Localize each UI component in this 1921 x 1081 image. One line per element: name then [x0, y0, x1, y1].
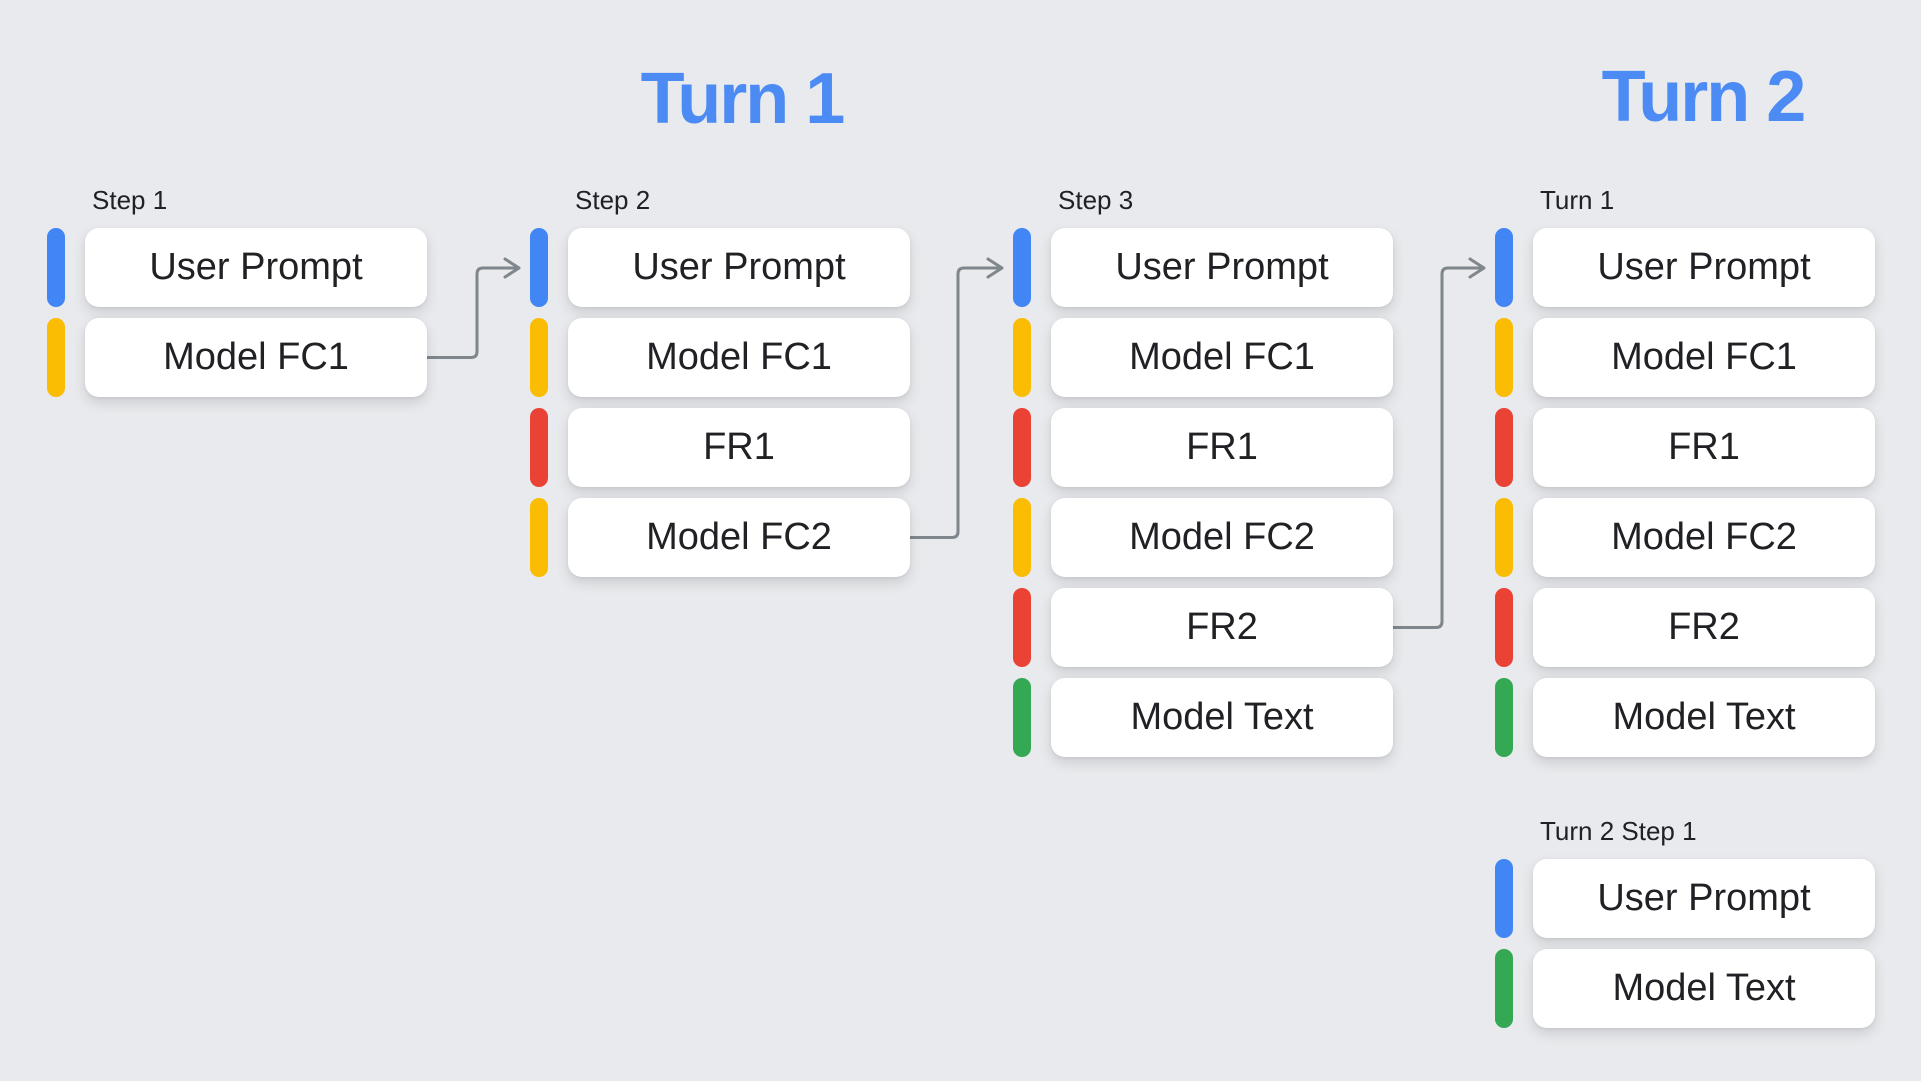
card-model-fc2: Model FC2	[1533, 498, 1875, 577]
card-model-fc1: Model FC1	[1533, 318, 1875, 397]
column-step-2: Step 2 User Prompt Model FC1 FR1 Model F…	[530, 186, 910, 577]
model-fc-accent-bar	[1013, 498, 1031, 577]
card-model-fc1: Model FC1	[85, 318, 427, 397]
user-prompt-accent-bar	[1013, 228, 1031, 307]
card-model-text: Model Text	[1051, 678, 1393, 757]
model-fc-accent-bar	[1495, 498, 1513, 577]
model-fc-accent-bar	[1013, 318, 1031, 397]
card-model-fc2: Model FC2	[568, 498, 910, 577]
card-row: FR1	[1495, 408, 1875, 487]
card-row: FR2	[1013, 588, 1393, 667]
card-model-text: Model Text	[1533, 678, 1875, 757]
fr-accent-bar	[1495, 588, 1513, 667]
column-step-3: Step 3 User Prompt Model FC1 FR1 Model F…	[1013, 186, 1393, 757]
model-text-accent-bar	[1495, 678, 1513, 757]
model-fc-accent-bar	[1495, 318, 1513, 397]
fr-accent-bar	[1013, 588, 1031, 667]
model-text-accent-bar	[1013, 678, 1031, 757]
card-model-fc1: Model FC1	[1051, 318, 1393, 397]
card-row: Model FC1	[1495, 318, 1875, 397]
card-user-prompt: User Prompt	[1533, 228, 1875, 307]
card-row: FR1	[530, 408, 910, 487]
user-prompt-accent-bar	[1495, 859, 1513, 938]
card-row: FR2	[1495, 588, 1875, 667]
arrow-step3-to-turn2	[1391, 257, 1486, 629]
card-fr1: FR1	[1051, 408, 1393, 487]
card-user-prompt: User Prompt	[85, 228, 427, 307]
user-prompt-accent-bar	[47, 228, 65, 307]
card-row: User Prompt	[1013, 228, 1393, 307]
card-row: User Prompt	[530, 228, 910, 307]
column-step-1: Step 1 User Prompt Model FC1	[47, 186, 427, 397]
card-row: Model FC1	[530, 318, 910, 397]
card-row: Model FC2	[530, 498, 910, 577]
card-row: User Prompt	[47, 228, 427, 307]
card-row: Model Text	[1495, 678, 1875, 757]
card-fr2: FR2	[1533, 588, 1875, 667]
column-label-turn-1: Turn 1	[1540, 185, 1615, 215]
column-turn-1-history: Turn 1 User Prompt Model FC1 FR1 Model F…	[1495, 186, 1875, 757]
card-fr2: FR2	[1051, 588, 1393, 667]
column-label-step-2: Step 2	[575, 185, 651, 215]
card-user-prompt: User Prompt	[1533, 859, 1875, 938]
card-row: Model Text	[1013, 678, 1393, 757]
column-turn-2-step-1: Turn 2 Step 1 User Prompt Model Text	[1495, 817, 1875, 1028]
card-model-fc2: Model FC2	[1051, 498, 1393, 577]
card-row: Model FC2	[1495, 498, 1875, 577]
turn-2-heading: Turn 2	[1601, 57, 1807, 137]
arrow-step1-to-step2	[425, 257, 521, 359]
card-fr1: FR1	[568, 408, 910, 487]
card-row: User Prompt	[1495, 228, 1875, 307]
card-user-prompt: User Prompt	[568, 228, 910, 307]
arrow-step2-to-step3	[908, 257, 1004, 539]
column-label-step-1: Step 1	[92, 185, 168, 215]
card-fr1: FR1	[1533, 408, 1875, 487]
card-row: FR1	[1013, 408, 1393, 487]
user-prompt-accent-bar	[530, 228, 548, 307]
column-label-step-3: Step 3	[1058, 185, 1134, 215]
card-row: Model FC2	[1013, 498, 1393, 577]
card-row: Model FC1	[1013, 318, 1393, 397]
card-row: Model FC1	[47, 318, 427, 397]
card-row: Model Text	[1495, 949, 1875, 1028]
model-fc-accent-bar	[47, 318, 65, 397]
card-model-fc1: Model FC1	[568, 318, 910, 397]
model-fc-accent-bar	[530, 498, 548, 577]
fr-accent-bar	[1495, 408, 1513, 487]
turn-1-heading: Turn 1	[640, 59, 846, 139]
card-model-text: Model Text	[1533, 949, 1875, 1028]
fr-accent-bar	[530, 408, 548, 487]
model-fc-accent-bar	[530, 318, 548, 397]
card-user-prompt: User Prompt	[1051, 228, 1393, 307]
fr-accent-bar	[1013, 408, 1031, 487]
model-text-accent-bar	[1495, 949, 1513, 1028]
card-row: User Prompt	[1495, 859, 1875, 938]
column-label-turn-2-step-1: Turn 2 Step 1	[1540, 816, 1697, 846]
user-prompt-accent-bar	[1495, 228, 1513, 307]
